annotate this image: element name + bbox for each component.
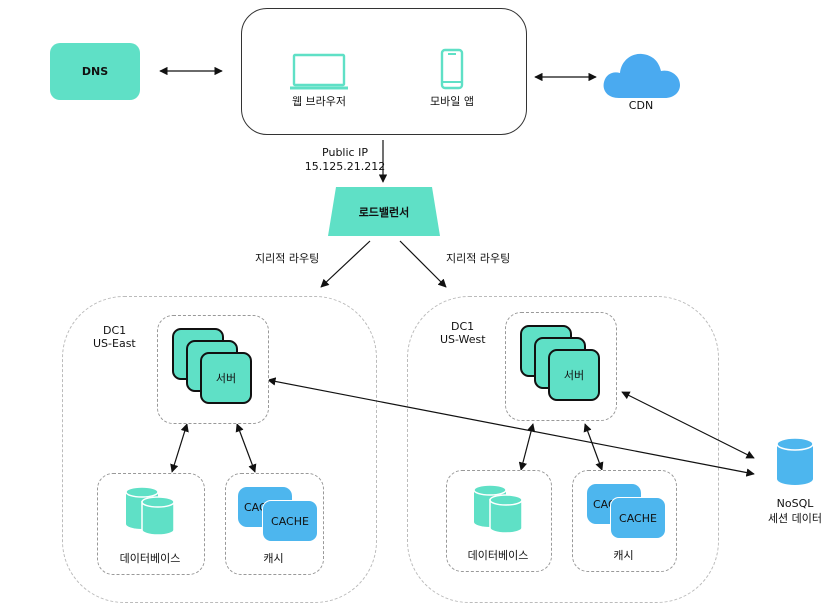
west-cache-front-label: CACHE: [619, 511, 657, 525]
west-server-cache-arrow: [583, 423, 604, 471]
dc-west-region: US-West: [440, 333, 486, 346]
mobile-app-label: 모바일 앱: [430, 95, 474, 108]
web-browser-label: 웹 브라우저: [291, 95, 347, 108]
clients-box: [241, 8, 527, 135]
east-database-label: 데이터베이스: [119, 552, 181, 565]
east-cache-back-label: CAC: [244, 500, 267, 514]
nosql-sublabel: 세션 데이터: [767, 512, 823, 525]
east-cache-front: CACHE: [262, 500, 318, 542]
east-database-icon: [125, 486, 175, 536]
west-cache-label: 캐시: [613, 549, 634, 562]
mobile-phone-icon: [440, 48, 464, 90]
routing-label-right: 지리적 라우팅: [446, 252, 511, 265]
west-database-label: 데이터베이스: [467, 549, 529, 562]
public-ip-address: 15.125.21.212: [304, 160, 386, 173]
west-database-icon: [473, 484, 523, 534]
east-server-front: 서버: [200, 352, 252, 404]
lb-west-arrow: [399, 240, 447, 288]
west-server-label: 서버: [563, 369, 585, 382]
nosql-label: NoSQL: [776, 497, 814, 510]
west-server-front: 서버: [548, 349, 600, 401]
cdn-label: CDN: [628, 99, 654, 112]
west-server-nosql-arrow: [621, 391, 755, 459]
east-server-label: 서버: [215, 372, 237, 385]
routing-label-left: 지리적 라우팅: [255, 252, 320, 265]
dc-east-name: DC1: [103, 324, 127, 337]
dc-west-name: DC1: [451, 320, 475, 333]
public-ip-label: Public IP: [322, 146, 368, 159]
dns-node: DNS: [50, 43, 140, 100]
dc-east-region: US-East: [93, 337, 136, 350]
east-cache-label: 캐시: [263, 552, 284, 565]
dns-label: DNS: [81, 65, 109, 78]
load-balancer-shape: [328, 187, 440, 236]
west-cache-front: CACHE: [610, 497, 666, 539]
nosql-database-icon: [776, 437, 814, 485]
lb-east-arrow: [320, 240, 371, 288]
east-server-db-arrow: [170, 423, 189, 473]
east-cache-front-label: CACHE: [271, 514, 309, 528]
east-server-cache-arrow: [235, 423, 257, 473]
load-balancer-label: 로드밸런서: [358, 206, 410, 219]
laptop-icon: [290, 53, 348, 90]
cloud-icon: [603, 53, 680, 98]
